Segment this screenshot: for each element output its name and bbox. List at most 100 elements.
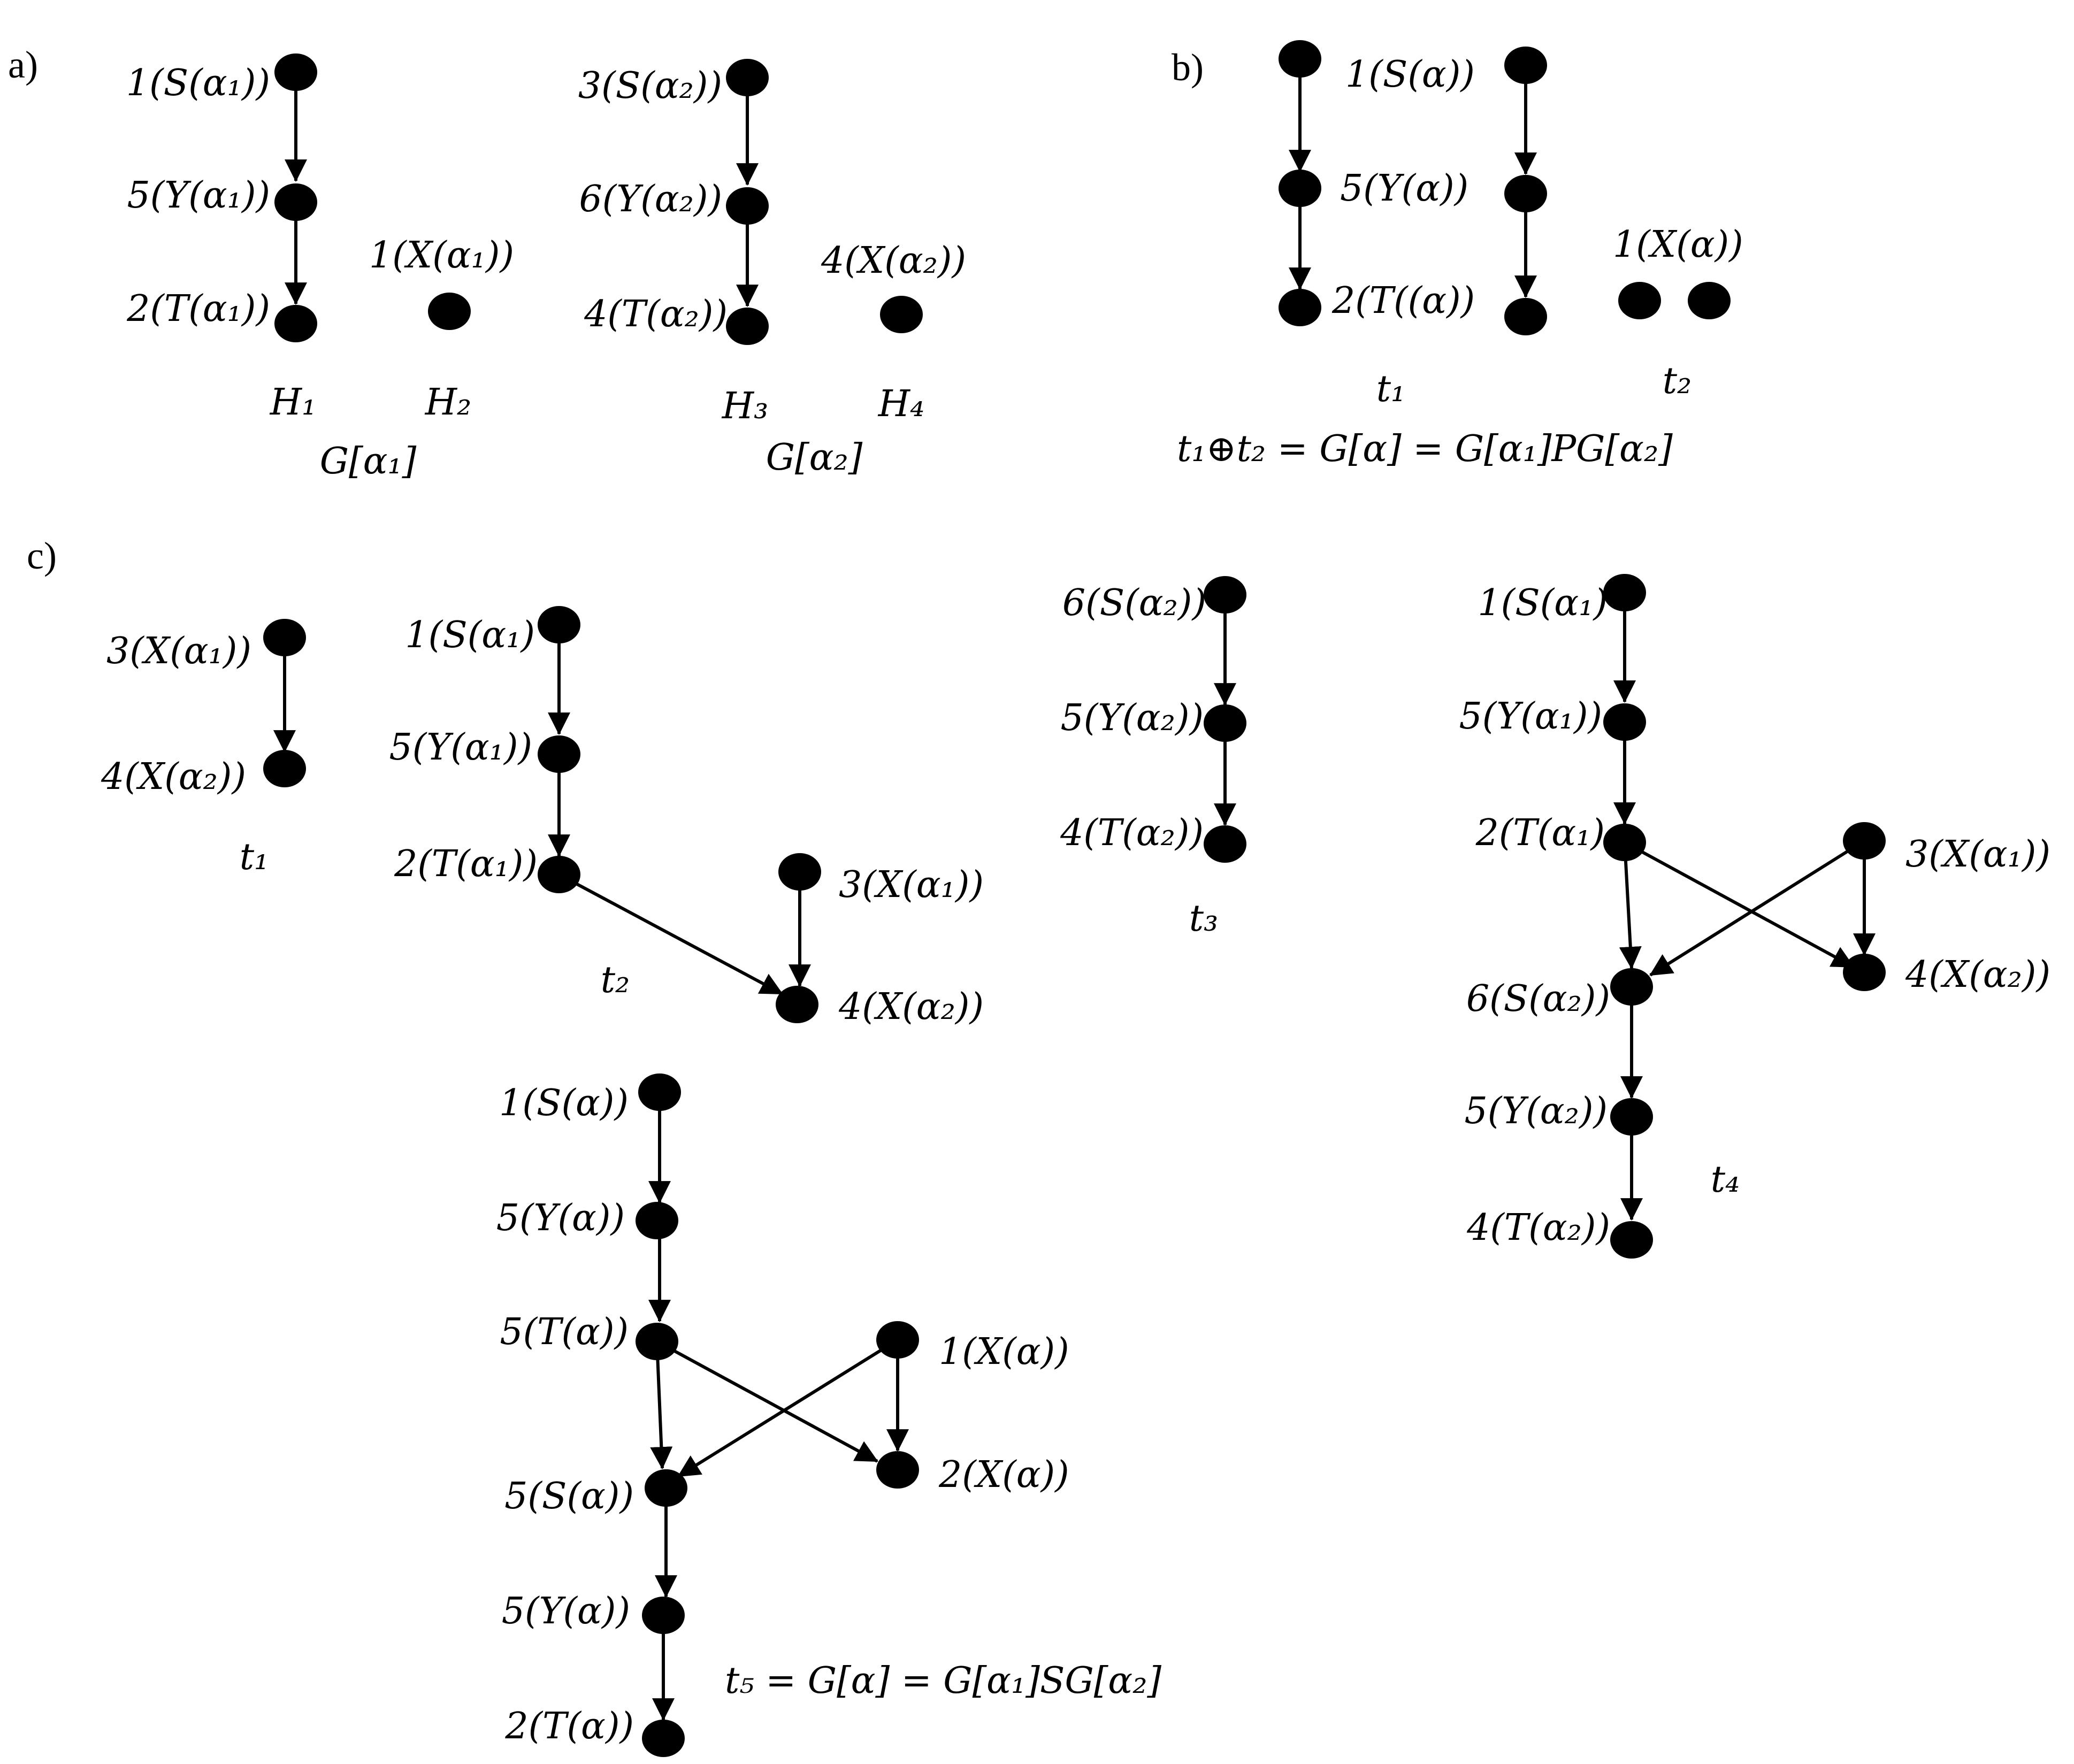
label-t1: t₁ xyxy=(1376,368,1406,410)
node-label: 5(Y(α₂)) xyxy=(1465,1090,1608,1132)
node-T xyxy=(538,856,580,893)
node-Y2 xyxy=(1610,1098,1653,1136)
node-T xyxy=(1504,298,1547,335)
label-H4: H₄ xyxy=(877,383,925,425)
node-X2 xyxy=(1843,954,1886,991)
node-label: 1(S(α)) xyxy=(1345,53,1475,96)
node-label: 5(Y(α₁)) xyxy=(127,174,270,217)
node-Y xyxy=(1504,175,1547,212)
node-label: 5(Y(α)) xyxy=(1340,167,1468,210)
node-label: 1(X(α)) xyxy=(1613,224,1743,266)
node-label: 4(T(α₂)) xyxy=(1060,812,1204,854)
node-Y xyxy=(726,187,769,225)
node-label: 6(S(α₂)) xyxy=(1466,978,1610,1020)
graph-H3: 3(S(α₂)) 6(Y(α₂)) 4(T(α₂)) xyxy=(578,59,769,345)
node-S xyxy=(1204,576,1246,613)
node-label: 1(S(α)) xyxy=(499,1082,629,1124)
node-S xyxy=(726,59,769,96)
graph-c-t5: 1(S(α)) 5(Y(α)) 5(T(α)) 1(X(α)) 5(S(α)) … xyxy=(496,1073,1161,1757)
graph-c-t1: 3(X(α₁)) 4(X(α₂)) t₁ xyxy=(101,619,306,878)
node-X2 xyxy=(263,750,306,787)
edge-T1-X2 xyxy=(1624,841,1855,969)
node-S xyxy=(1279,40,1321,78)
node-T2 xyxy=(1610,1221,1653,1259)
node-S1 xyxy=(1603,574,1646,611)
graph-t1-copy xyxy=(1504,47,1547,335)
edge-X1-S2 xyxy=(1649,839,1865,977)
node-S2 xyxy=(645,1469,687,1507)
node-S xyxy=(1504,47,1547,84)
node-Y2 xyxy=(642,1597,685,1634)
node-label: 1(X(α₁)) xyxy=(369,234,514,277)
edge-T-X2 xyxy=(558,873,783,995)
node-label: 3(X(α₁)) xyxy=(106,630,251,672)
node-label: 3(S(α₂)) xyxy=(578,65,722,107)
node-label: 5(Y(α₁)) xyxy=(1459,695,1602,738)
node-label: 5(Y(α)) xyxy=(502,1590,630,1632)
edge-T1-S2 xyxy=(1619,842,1642,970)
equation-parallel: t₁⊕t₂ = G[α] = G[α₁]PG[α₂] xyxy=(1177,428,1673,470)
edge-X-S2 xyxy=(677,1338,899,1478)
node-label: 5(Y(α₂)) xyxy=(1061,697,1204,739)
node-label: 4(T(α₂)) xyxy=(1466,1207,1610,1249)
node-Y1 xyxy=(1603,703,1646,741)
node-X1 xyxy=(263,619,306,656)
node-label: 1(S(α₁) xyxy=(405,614,535,656)
node-Y xyxy=(274,183,317,221)
node-X1 xyxy=(778,853,821,891)
node-label: 1(X(α)) xyxy=(939,1331,1069,1373)
label-t1: t₁ xyxy=(240,836,269,878)
node-T1 xyxy=(1603,824,1646,861)
node-X2 xyxy=(876,1451,919,1489)
edge-T-S2 xyxy=(650,1341,673,1470)
node-label: 5(Y(α)) xyxy=(496,1197,625,1239)
graph-c-t3: 6(S(α₂)) 5(Y(α₂)) 4(T(α₂)) t₃ xyxy=(1060,576,1246,940)
label-H1: H₁ xyxy=(269,381,317,424)
node-T2 xyxy=(642,1720,685,1757)
label-t2: t₂ xyxy=(601,959,630,1001)
node-label: 2(T(α₁) xyxy=(1475,812,1605,854)
label-H2: H₂ xyxy=(424,381,472,424)
node-label: 2(T((α)) xyxy=(1331,280,1475,322)
node-X xyxy=(876,1321,919,1359)
node-X xyxy=(880,296,923,333)
label-G-alpha2: G[α₂] xyxy=(766,436,863,479)
node-X xyxy=(1618,282,1661,319)
node-T xyxy=(1204,825,1246,863)
node-Y xyxy=(636,1202,678,1239)
node-Y xyxy=(1204,704,1246,742)
node-label: 2(X(α)) xyxy=(938,1454,1069,1496)
node-X1 xyxy=(1843,822,1886,860)
node-S xyxy=(638,1073,681,1111)
label-H3: H₃ xyxy=(721,385,769,427)
node-Y xyxy=(538,735,580,773)
label-G-alpha1: G[α₁] xyxy=(320,440,417,482)
node-label: 4(X(α₂)) xyxy=(101,756,246,798)
panel-a-label: a) xyxy=(8,43,38,86)
node-X xyxy=(428,293,471,330)
node-T xyxy=(274,305,317,342)
node-T xyxy=(726,308,769,345)
graph-H4: 4(X(α₂)) xyxy=(821,240,966,333)
node-label: 5(S(α)) xyxy=(504,1475,634,1517)
label-t4: t₄ xyxy=(1711,1159,1740,1201)
node-label: 1(S(α₁) xyxy=(1478,582,1608,624)
label-t3: t₃ xyxy=(1189,898,1219,940)
node-label: 4(X(α₂)) xyxy=(838,986,984,1028)
graph-t1 xyxy=(1279,40,1321,326)
node-Y xyxy=(1279,170,1321,207)
node-label: 3(X(α₁)) xyxy=(1905,833,2050,876)
panel-b-label: b) xyxy=(1172,46,1204,89)
node-X xyxy=(1688,282,1731,319)
node-label: 1(S(α₁)) xyxy=(126,62,270,104)
node-X2 xyxy=(776,986,818,1023)
node-label: 2(T(α)) xyxy=(504,1705,634,1747)
node-label: 2(T(α₁)) xyxy=(394,843,538,885)
node-label: 2(T(α₁)) xyxy=(126,288,270,330)
graph-H2: 1(X(α₁)) xyxy=(369,234,514,330)
node-label: 3(X(α₁)) xyxy=(839,864,984,906)
graph-c-t2: 1(S(α₁) 5(Y(α₁)) 2(T(α₁)) 3(X(α₁)) 4(X(α… xyxy=(389,606,984,1028)
node-label: 5(T(α)) xyxy=(500,1311,629,1353)
node-S xyxy=(274,53,317,91)
